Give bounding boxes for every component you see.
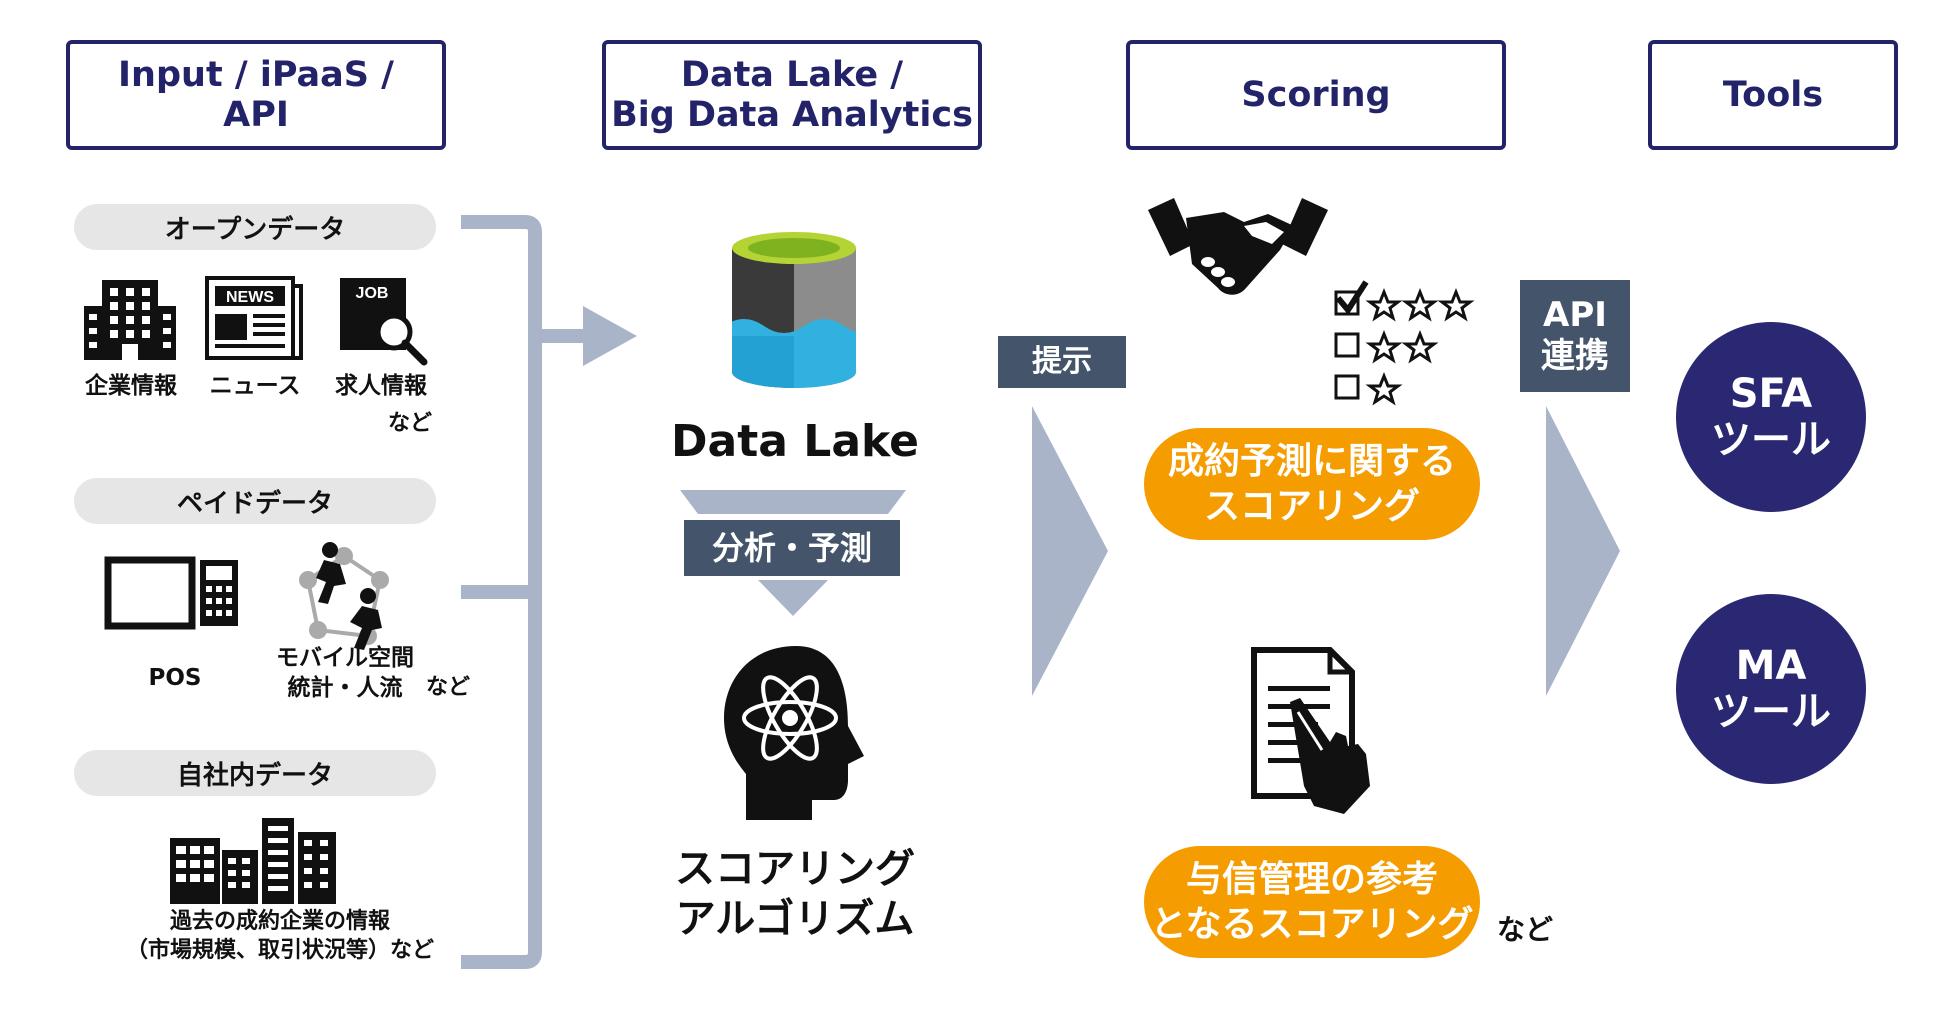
api-arrow (1546, 406, 1620, 696)
present-label-box: 提示 (998, 336, 1126, 388)
label-paid-etc: など (425, 675, 470, 700)
ma-tool-circle: MA ツール (1676, 594, 1866, 784)
pos-terminal-icon (104, 556, 238, 630)
credit-scoring-badge: 与信管理の参考 となるスコアリング (1144, 846, 1480, 958)
label-job-info: 求人情報 (335, 373, 427, 399)
news-text: NEWS (226, 289, 274, 306)
document-hand-icon (1251, 647, 1370, 814)
label-news: ニュース (209, 373, 301, 399)
job-text: JOB (356, 285, 389, 302)
scoring-etc-label: など (1496, 913, 1553, 946)
header-scoring: Scoring (1126, 40, 1506, 150)
newspaper-icon: NEWS (205, 276, 303, 360)
label-internal-desc: 過去の成約企業の情報 （市場規模、取引状況等）など (125, 909, 434, 963)
scoring-algorithm-label: スコアリング アルゴリズム (675, 846, 915, 942)
office-buildings-icon (170, 818, 336, 904)
present-arrow (1032, 406, 1108, 696)
label-company-info: 企業情報 (85, 373, 177, 399)
input-bracket-arrow (461, 215, 637, 969)
label-open-etc: など (387, 411, 432, 436)
data-lake-label: Data Lake (671, 416, 919, 467)
header-tools: Tools (1648, 40, 1898, 150)
api-link-box: API 連携 (1520, 280, 1630, 392)
paid-data-pill: ペイドデータ (74, 478, 436, 524)
down-trapezoid-arrow (680, 490, 906, 616)
job-search-icon: JOB (340, 278, 428, 366)
header-input: Input / iPaaS / API (66, 40, 446, 150)
analysis-prediction-box: 分析・予測 (684, 520, 900, 576)
data-lake-cylinder-icon (732, 232, 856, 388)
open-data-pill: オープンデータ (74, 204, 436, 250)
rating-checklist-icon (1334, 280, 1475, 406)
handshake-icon (1148, 198, 1328, 295)
internal-data-pill: 自社内データ (74, 750, 436, 796)
prediction-scoring-badge: 成約予測に関する スコアリング (1144, 428, 1480, 540)
label-mobile-stats: モバイル空間 統計・人流 (276, 645, 414, 701)
building-icon (84, 280, 176, 360)
people-flow-icon (299, 542, 389, 650)
label-pos: POS (148, 665, 202, 691)
header-datalake: Data Lake / Big Data Analytics (602, 40, 982, 150)
sfa-tool-circle: SFA ツール (1676, 322, 1866, 512)
ai-brain-head-icon (724, 646, 864, 820)
